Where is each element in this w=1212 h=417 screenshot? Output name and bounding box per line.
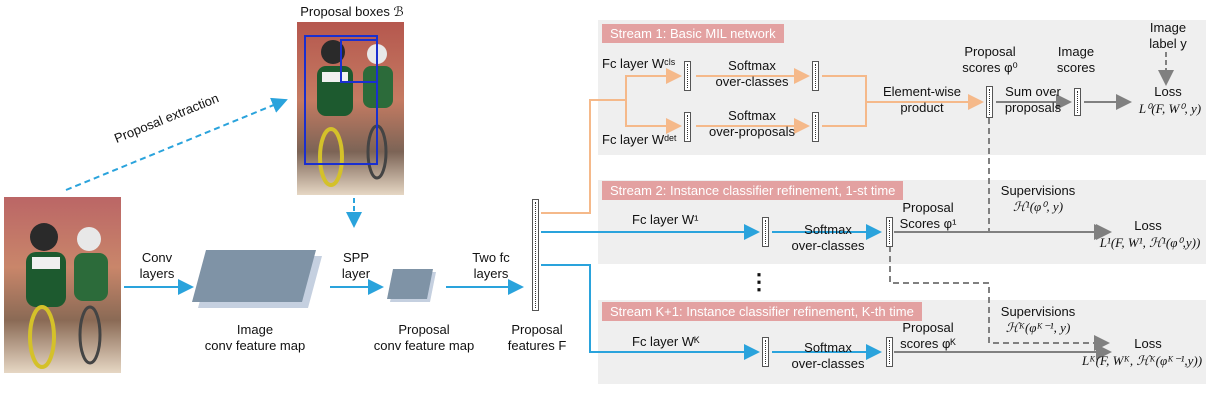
stream1-loss-title: Loss [1154,84,1182,99]
proposal-box-2 [340,39,378,83]
input-image [4,197,121,373]
features-to-stream1-line [541,99,626,214]
features-to-streamk-arrow [541,264,760,360]
proposal-features-vector [532,199,539,311]
stream1-title: Stream 1: Basic MIL network [602,24,784,43]
merge-line [822,75,867,127]
proposal-boxes-image [297,22,404,195]
stream1-softmax-cls-vector [812,61,819,91]
streamk-loss-title: Loss [1134,336,1162,351]
proposal-fmap [387,269,433,299]
stream2-softmax-vector [886,217,893,247]
stream1-fc-cls-label: Fc layer Wᶜˡˢ [602,56,676,71]
proposal-box-1 [304,35,378,165]
stream1-cls-vector [684,61,691,91]
stream2-title: Stream 2: Instance classifier refinement… [602,181,904,200]
stream1-det-branch [625,100,682,134]
streamk-loss-formula: Lᴷ(F, Wᴷ, ℋᴷ(φᴷ⁻¹,y)) [1081,353,1203,368]
proposal-boxes-title: Proposal boxes ℬ [300,4,404,19]
stream2-loss-formula: L¹(F, W¹, ℋ¹(φ⁰,y)) [1099,235,1201,250]
streams-ellipsis: ⋮ [748,269,770,294]
stream1-proposal-scores-vector [986,86,993,118]
streamk-title: Stream K+1: Instance classifier refineme… [602,302,922,321]
supervisionk-arrow [889,246,1110,351]
stream2-loss-title: Loss [1134,218,1162,233]
streamk-fc-label: Fc layer Wᴷ [632,334,700,349]
image-fmap [192,250,316,302]
stream2-fc-label: Fc layer W¹ [632,212,699,227]
streamk-softmax-vector [886,337,893,367]
stream1-softmax-det-vector [812,112,819,142]
stream1-fc-det-label: Fc layer Wᵈᵉᵗ [602,132,677,147]
stream1-image-scores-vector [1074,88,1081,116]
streamk-fc-vector [762,337,769,367]
stream1-cls-branch [625,68,682,100]
stream1-loss-formula: L⁰(F, W⁰, y) [1138,101,1202,116]
stream2-fc-vector [762,217,769,247]
stream1-det-vector [684,112,691,142]
